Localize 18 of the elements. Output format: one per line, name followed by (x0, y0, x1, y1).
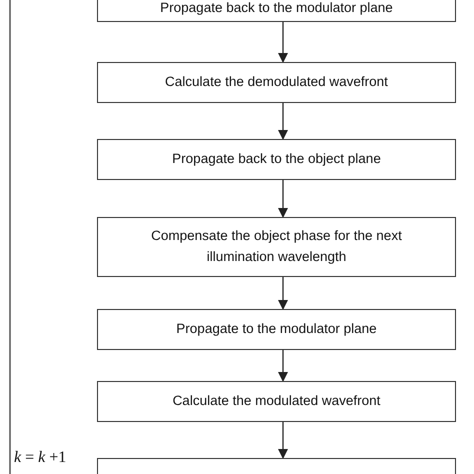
step-text: Calculate the demodulated wavefront (165, 73, 388, 92)
arrow (278, 103, 288, 140)
process-box (97, 139, 456, 180)
arrow (278, 422, 288, 459)
step-text: Calculate the modulated wavefront (172, 392, 380, 410)
arrow (278, 350, 288, 382)
arrow (278, 22, 288, 63)
step-text: Propagate back to the object plane (172, 150, 381, 168)
step-text: Propagate back to the modulator plane (160, 0, 393, 18)
arrow (278, 277, 288, 310)
process-box (97, 309, 456, 350)
process-box (97, 381, 456, 422)
step-text: Compensate the object phase for the next illumination wavelength (150, 227, 403, 266)
step-text: Propagate to the modulator plane (176, 320, 377, 338)
arrow (278, 180, 288, 218)
loop-counter-label: k = k +1 (14, 449, 66, 467)
process-box (97, 62, 456, 103)
process-box (97, 217, 456, 277)
